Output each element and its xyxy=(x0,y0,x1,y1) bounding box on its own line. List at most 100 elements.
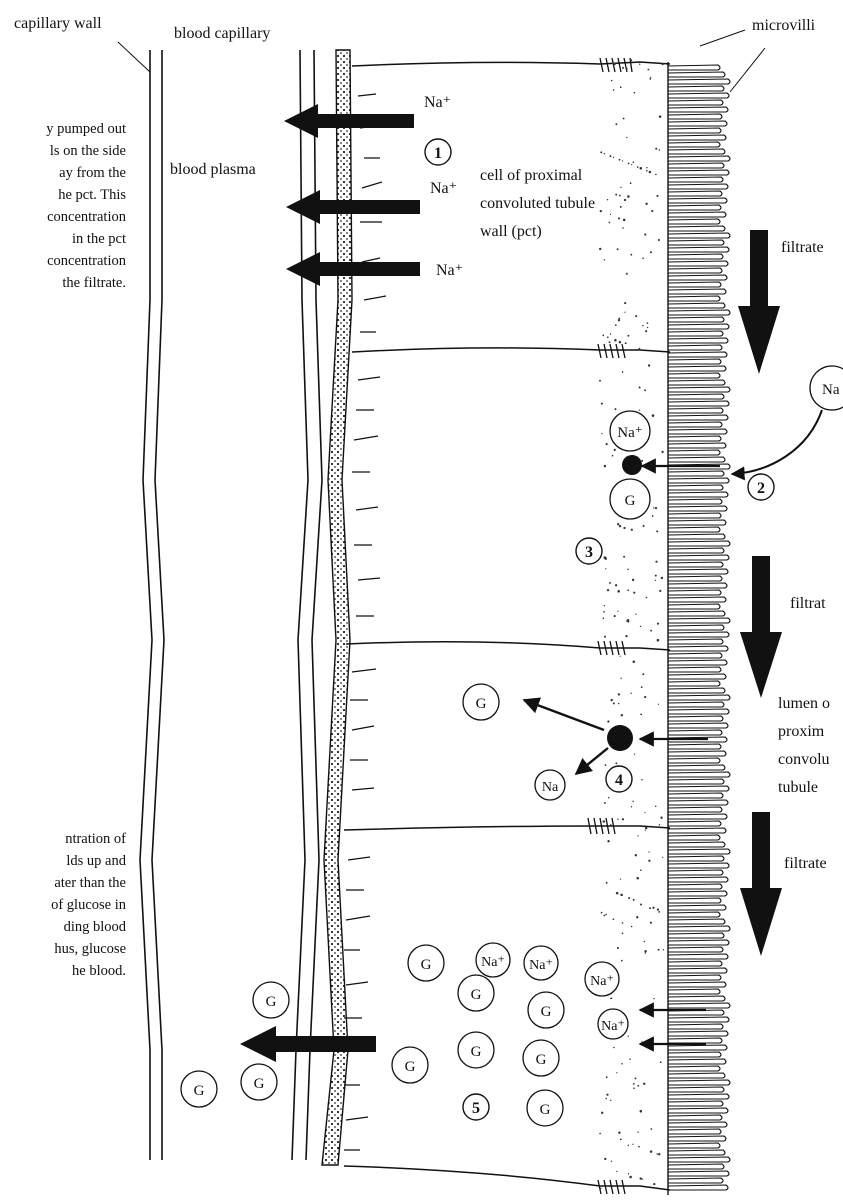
speckle xyxy=(628,1036,629,1037)
speckle xyxy=(607,720,609,722)
glucose-out-arrow xyxy=(240,1026,376,1062)
speckle xyxy=(622,371,624,373)
speckle xyxy=(655,148,657,150)
speckle xyxy=(615,123,617,125)
filtrate-arrow-3 xyxy=(740,812,782,956)
speckle xyxy=(647,327,648,328)
speckle xyxy=(638,1146,640,1148)
speckle xyxy=(655,507,657,509)
speckle xyxy=(653,507,654,508)
microvilli-brush-border xyxy=(668,65,730,1190)
speckle xyxy=(601,1112,603,1114)
speckle xyxy=(659,115,662,118)
speckle xyxy=(613,918,615,920)
speckle xyxy=(660,816,662,818)
speckle xyxy=(645,203,647,205)
speckle xyxy=(619,195,621,197)
speckle xyxy=(630,254,632,256)
speckle xyxy=(630,182,632,184)
speckle xyxy=(604,605,605,606)
speckle xyxy=(620,86,622,88)
speckle xyxy=(611,1161,612,1162)
speckle xyxy=(632,579,634,581)
speckle xyxy=(626,137,627,138)
speckle xyxy=(625,635,627,637)
speckle xyxy=(611,997,613,999)
glucose-5g-label: G xyxy=(540,1102,551,1118)
speckle xyxy=(607,840,609,842)
speckle xyxy=(640,626,641,627)
glucose-release-arrow xyxy=(524,700,604,730)
speckle xyxy=(621,714,623,716)
speckle xyxy=(613,702,615,704)
speckle xyxy=(634,753,635,754)
speckle xyxy=(607,199,608,200)
speckle xyxy=(640,167,643,170)
speckle xyxy=(624,302,626,304)
speckle xyxy=(641,779,642,780)
speckle xyxy=(622,227,624,229)
speckle xyxy=(599,380,601,382)
tight-junction-1 xyxy=(598,344,625,358)
speckle xyxy=(633,899,635,901)
speckle xyxy=(652,414,655,417)
speckle xyxy=(630,59,632,61)
speckle xyxy=(609,222,611,224)
speckle xyxy=(618,217,620,219)
speckle xyxy=(661,451,663,453)
speckle xyxy=(628,163,630,165)
speckle xyxy=(624,312,625,313)
speckle xyxy=(611,699,613,701)
na-out-arrow-2 xyxy=(286,190,420,224)
speckle xyxy=(620,677,621,678)
speckle xyxy=(629,1176,632,1179)
speckle xyxy=(615,584,617,586)
glucose-blood-b-label: G xyxy=(254,1076,265,1092)
microvilli-leader-2 xyxy=(730,48,765,92)
speckle xyxy=(640,869,642,871)
speckle xyxy=(618,1131,620,1133)
speckle xyxy=(648,860,650,862)
cell-boundary-1 xyxy=(352,348,670,352)
speckle xyxy=(605,568,606,569)
speckle xyxy=(636,916,638,918)
speckle xyxy=(603,611,605,613)
speckle xyxy=(644,389,646,391)
speckle xyxy=(646,167,647,168)
speckle xyxy=(633,1087,635,1089)
speckle xyxy=(655,580,656,581)
speckle xyxy=(606,1076,608,1078)
speckle xyxy=(605,914,607,916)
speckle xyxy=(633,592,635,594)
speckle xyxy=(657,623,659,625)
speckle xyxy=(616,1072,617,1073)
speckle xyxy=(644,950,646,952)
speckle xyxy=(600,210,602,212)
speckle xyxy=(622,818,624,820)
speckle xyxy=(635,614,636,615)
speckle xyxy=(621,1063,623,1065)
speckle xyxy=(620,894,623,897)
speckle xyxy=(626,620,628,622)
step-3-number: 3 xyxy=(585,544,593,561)
capillary-wall-leader xyxy=(118,42,150,72)
speckle xyxy=(604,1158,606,1160)
speckle xyxy=(618,693,620,695)
speckle xyxy=(599,1133,601,1135)
speckle xyxy=(660,1061,662,1063)
speckle xyxy=(605,1098,607,1100)
cell-boundary-bottom xyxy=(344,1166,670,1190)
speckle xyxy=(635,854,637,856)
speckle xyxy=(628,897,630,899)
speckle xyxy=(618,318,620,320)
speckle xyxy=(606,1094,608,1096)
speckle xyxy=(636,877,639,880)
speckle xyxy=(606,443,608,445)
speckle xyxy=(639,64,640,65)
speckle xyxy=(599,248,601,250)
speckle xyxy=(628,1145,629,1146)
speckle xyxy=(614,339,617,342)
speckle xyxy=(610,1100,611,1101)
speckle xyxy=(625,342,627,344)
